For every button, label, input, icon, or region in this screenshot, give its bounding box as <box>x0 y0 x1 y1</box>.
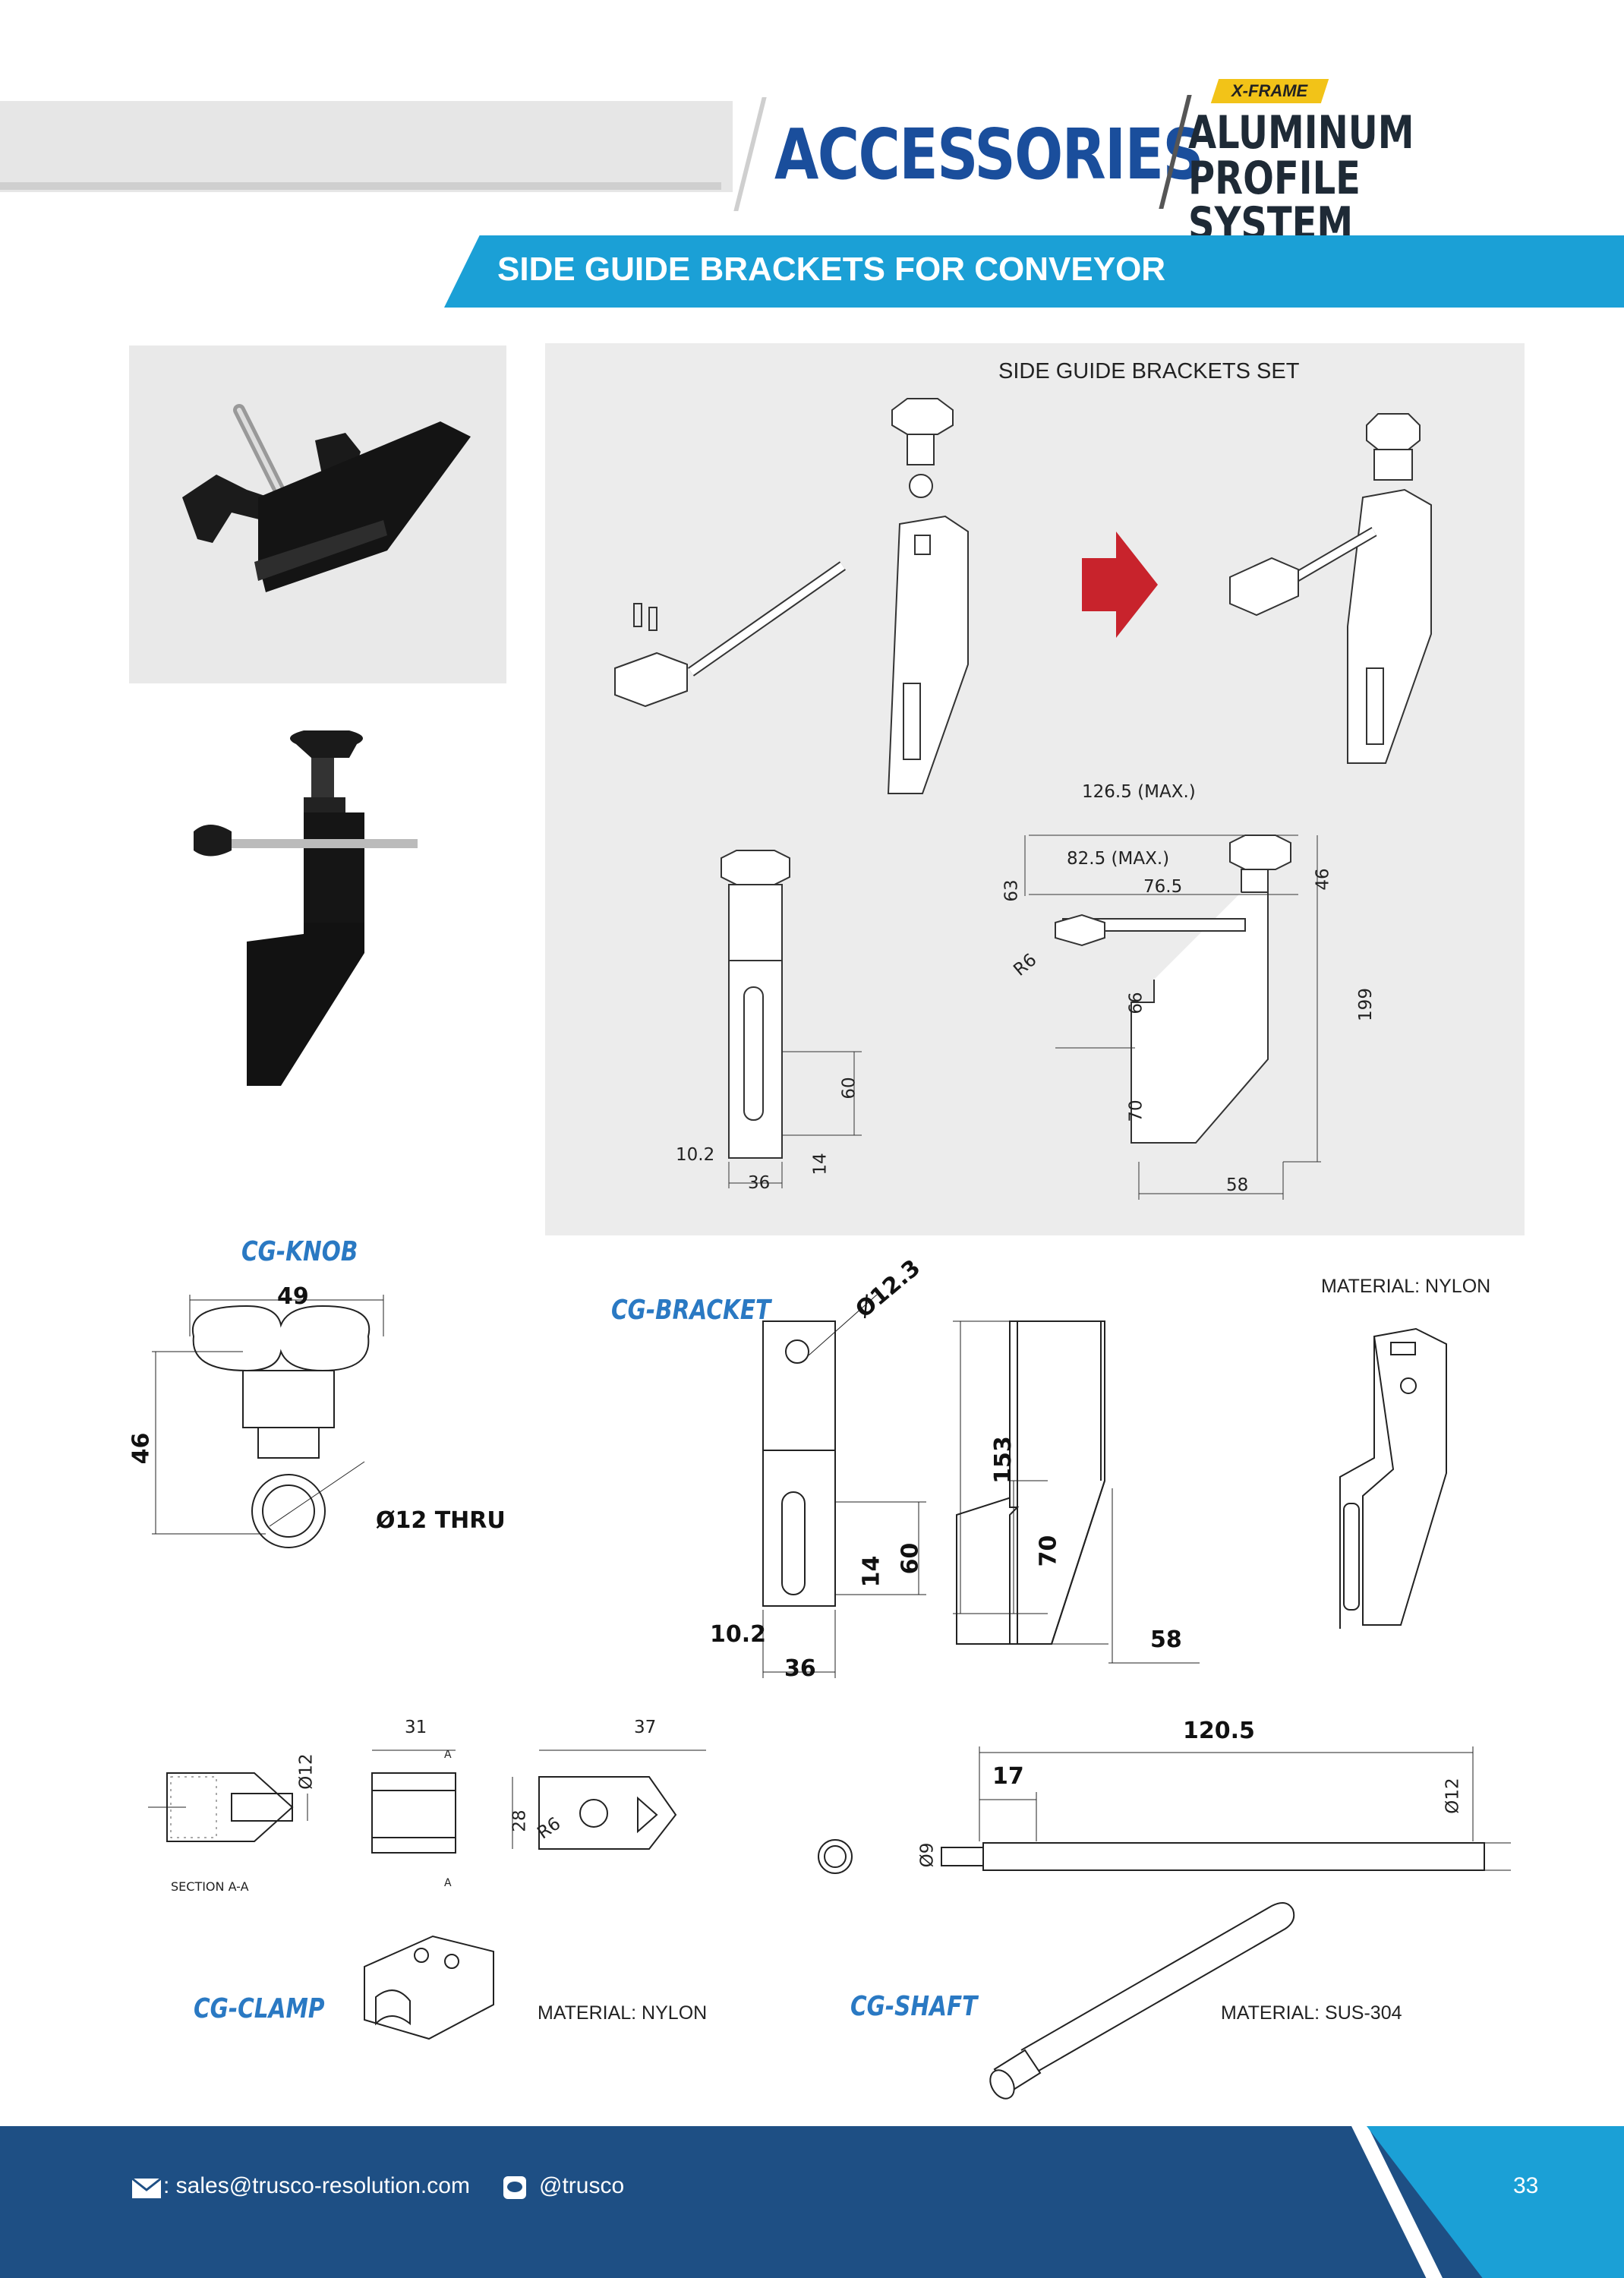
mail-icon <box>131 2177 162 2198</box>
header-gray-band <box>0 101 733 192</box>
bracket-dim-36: 36 <box>784 1655 816 1682</box>
side-dim-70: 70 <box>1126 1100 1146 1122</box>
assembly-arrow-icon <box>1082 532 1158 638</box>
side-dim-82-5: 82.5 (MAX.) <box>1067 849 1170 869</box>
brand-tag: X-FRAME <box>1210 79 1329 103</box>
clamp-title: CG-CLAMP <box>194 1993 325 2024</box>
front-dim-14: 14 <box>810 1153 831 1175</box>
bracket-dim-10-2: 10.2 <box>710 1621 767 1648</box>
parts-photo <box>129 345 506 683</box>
side-dim-199: 199 <box>1355 988 1376 1021</box>
shaft-dim-17: 17 <box>992 1763 1024 1790</box>
shaft-drawings <box>818 1746 1511 1874</box>
brand-line-2: PROFILE SYSTEM <box>1188 152 1361 251</box>
shaft-dim-dia9: Ø9 <box>917 1842 938 1868</box>
bracket-dim-153: 153 <box>989 1436 1017 1484</box>
knob-dim-49: 49 <box>277 1283 309 1310</box>
clamp-dim-37: 37 <box>634 1718 657 1737</box>
knob-dim-thru: Ø12 THRU <box>376 1507 506 1534</box>
clamp-material: MATERIAL: NYLON <box>538 2002 708 2024</box>
footer-bar <box>0 2126 1624 2278</box>
assembly-panel <box>545 343 1525 1235</box>
knob-drawing <box>152 1295 384 1548</box>
bracket-dim-14: 14 <box>858 1555 885 1588</box>
bracket-material: MATERIAL: NYLON <box>1321 1276 1491 1297</box>
bracket-title: CG-BRACKET <box>611 1295 771 1326</box>
shaft-material: MATERIAL: SUS-304 <box>1221 2002 1402 2024</box>
assembled-bracket-photo <box>194 730 418 1086</box>
side-dim-126-5: 126.5 (MAX.) <box>1082 782 1196 802</box>
brand-name: ALUMINUM PROFILE SYSTEM <box>1188 110 1537 247</box>
side-dim-76-5: 76.5 <box>1143 877 1183 897</box>
side-elevation-drawing <box>1024 835 1321 1200</box>
clamp-dim-31: 31 <box>405 1718 427 1737</box>
footer-email[interactable]: : sales@trusco-resolution.com <box>163 2173 470 2198</box>
assembly-title: SIDE GUIDE BRACKETS SET <box>998 359 1300 383</box>
header-divider-light <box>733 97 767 211</box>
clamp-dim-dia12: Ø12 <box>296 1753 317 1790</box>
page-number: 33 <box>1513 2173 1539 2198</box>
front-dim-60: 60 <box>839 1077 859 1100</box>
footer-line-id[interactable]: @trusco <box>539 2173 625 2198</box>
bracket-drawing <box>762 1294 1200 1678</box>
clamp-dim-a-bottom: A <box>444 1877 452 1889</box>
bracket-iso-drawing <box>1339 1327 1447 1629</box>
exploded-view-drawing <box>614 398 969 794</box>
shaft-iso-drawing <box>989 1902 1295 2100</box>
parts-photo-illustration <box>182 404 471 592</box>
front-dim-36: 36 <box>748 1173 771 1193</box>
brand-line-1: ALUMINUM <box>1188 106 1414 159</box>
knob-dim-46: 46 <box>128 1432 155 1465</box>
clamp-dim-a-top: A <box>444 1749 452 1761</box>
line-chat-icon <box>503 2176 526 2199</box>
side-dim-66: 66 <box>1126 992 1146 1014</box>
section-title: ACCESSORIES <box>774 114 1204 195</box>
shaft-dim-120-5: 120.5 <box>1183 1718 1255 1744</box>
bracket-dim-60: 60 <box>897 1542 924 1575</box>
shaft-dim-dia12: Ø12 <box>1443 1778 1463 1814</box>
clamp-iso-drawing <box>364 1935 494 2040</box>
side-dim-58: 58 <box>1226 1175 1249 1195</box>
clamp-dim-28: 28 <box>509 1809 530 1832</box>
side-dim-46: 46 <box>1313 868 1333 891</box>
knob-title: CG-KNOB <box>241 1236 358 1267</box>
title-banner <box>444 235 1624 308</box>
banner-title: SIDE GUIDE BRACKETS FOR CONVEYOR <box>497 251 1166 288</box>
clamp-section-label: SECTION A-A <box>171 1879 249 1894</box>
front-elevation-drawing <box>721 850 862 1188</box>
side-dim-63: 63 <box>1001 879 1022 902</box>
shaft-title: CG-SHAFT <box>850 1991 978 2022</box>
clamp-drawings <box>148 1750 706 1854</box>
bracket-dim-70: 70 <box>1035 1535 1062 1567</box>
front-dim-10-2: 10.2 <box>676 1145 715 1165</box>
bracket-dim-58: 58 <box>1150 1626 1182 1653</box>
assembled-view-drawing <box>1229 413 1432 764</box>
header-gray-underline <box>0 182 721 190</box>
